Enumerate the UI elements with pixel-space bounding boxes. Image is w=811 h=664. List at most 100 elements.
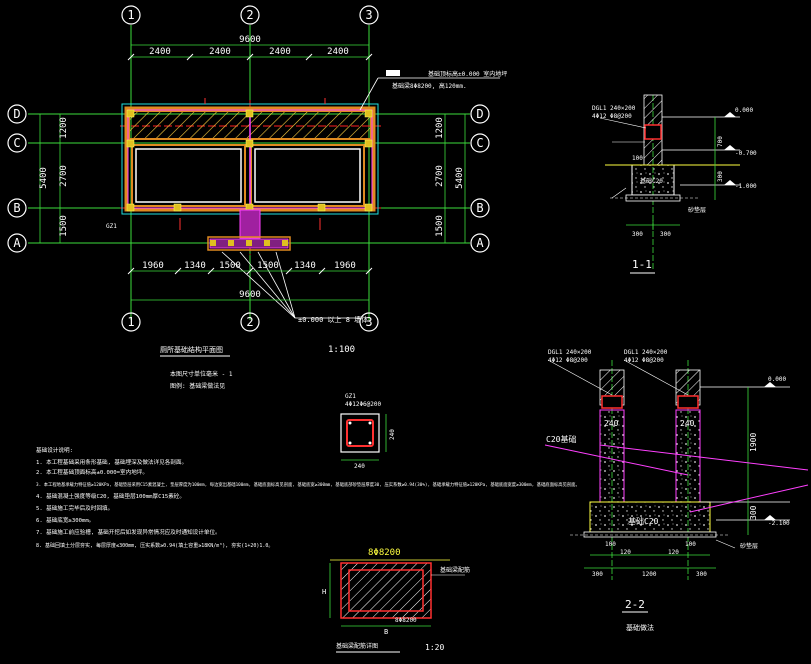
notes-line-2: 2. 本工程基础顶面标高±0.000=室内地坪。 — [36, 468, 148, 476]
s11-w2: 300 — [660, 231, 671, 238]
design-notes: 基础设计说明: 1. 本工程基础采用条形基础, 基础埋深及做法详见各剖面。 2.… — [36, 446, 580, 549]
foundation-plan: 1 2 3 1 2 3 D C B A D C B A 2400 2400 24… — [7, 5, 507, 390]
gz-tag: GZ1 — [345, 393, 356, 400]
s22-subtitle: 基础做法 — [626, 623, 654, 632]
s11-d700: 700 — [717, 136, 724, 147]
s22-b300b: 300 — [696, 571, 707, 578]
notes-line-8: 8. 基础回填土分层夯实, 每层厚度≤300mm, 压实系数≥0.94(填土容重… — [36, 542, 273, 549]
beam-b: B — [384, 628, 388, 636]
beam-bottom-label: 8Φ8200 — [395, 617, 417, 624]
dim-bottom-5: 1340 — [294, 261, 316, 271]
s22-s120b: 120 — [668, 549, 679, 556]
s11-found: 基础C20 — [640, 177, 663, 185]
s22-s100a: 100 — [605, 541, 616, 548]
dim-bottom-6: 1960 — [334, 261, 356, 271]
s22-beam-a1: DGL1 240×200 — [548, 349, 592, 356]
s11-elev-mid: -0.700 — [735, 150, 757, 157]
dim-left-total: 5400 — [39, 167, 49, 189]
notes-line-4: 4. 基础混凝土强度等级C20, 基础垫层100mm厚C15素砼。 — [36, 492, 185, 500]
notes-heading: 基础设计说明: — [36, 446, 73, 454]
notes-line-1: 1. 本工程基础采用条形基础, 基础埋深及做法详见各剖面。 — [36, 458, 187, 466]
section-2-2: DGL1 240×200 4Φ12 Φ8@200 DGL1 240×200 4Φ… — [544, 349, 809, 632]
gz-label: 4Φ12Φ6@200 — [345, 401, 382, 408]
dim-right-1: 1200 — [435, 117, 445, 139]
axis-bottom-2: 2 — [246, 315, 253, 329]
plan-title: 厕所基础结构平面图 — [160, 345, 223, 354]
beam-detail: 8Φ8200 H B 基础梁配筋 8Φ8200 基础梁配筋详图 1:20 — [322, 548, 470, 653]
axis-top-3: 3 — [365, 8, 372, 22]
s11-d300: 300 — [717, 171, 724, 182]
dim-bottom-1: 1960 — [142, 261, 164, 271]
s22-d300: 300 — [749, 505, 758, 520]
axis-right-b: B — [476, 201, 483, 215]
dim-left-2: 2700 — [59, 165, 69, 187]
s22-elev-bot: -2.100 — [768, 520, 790, 527]
dim-bottom-3: 1500 — [219, 261, 241, 271]
plan-sub-2: 图例: 基础梁做法见 — [170, 382, 225, 390]
s22-elev-top: 0.000 — [768, 376, 786, 383]
dim-bottom-2: 1340 — [184, 261, 206, 271]
s11-beam-1: DGL1 240×200 — [592, 105, 636, 112]
beam-h: H — [322, 588, 326, 596]
section-1-1: DGL1 240×200 4Φ12 Φ8@200 0.000 -0.700 -1… — [592, 94, 757, 274]
axis-bottom-1: 1 — [127, 315, 134, 329]
gz-dim-v: 240 — [389, 429, 396, 440]
s11-title: 1-1 — [632, 258, 652, 271]
axis-top-2: 2 — [246, 8, 253, 22]
s22-c20: C20基础 — [546, 434, 576, 444]
plan-sub-1: 本图尺寸单位毫米 - 1 — [170, 370, 233, 378]
dim-left-3: 1500 — [59, 215, 69, 237]
s11-small: 100 — [632, 155, 643, 162]
s22-beam-a2: 4Φ12 Φ8@200 — [548, 357, 588, 364]
beam-scale: 1:20 — [425, 643, 444, 652]
axis-right-c: C — [476, 136, 483, 150]
s11-elev-bot: -1.000 — [735, 183, 757, 190]
s11-tag: 砂垫层 — [688, 206, 706, 214]
s11-beam-2: 4Φ12 Φ8@200 — [592, 113, 632, 120]
s11-w1: 300 — [632, 231, 643, 238]
axis-right-d: D — [476, 107, 483, 121]
s22-d1900: 1900 — [749, 433, 758, 452]
s22-beam-b1: DGL1 240×200 — [624, 349, 668, 356]
notes-line-7: 7. 基础施工前应验槽, 基础开挖后如发现异常情况应及时通知设计单位。 — [36, 528, 221, 536]
plan-scale: 1:100 — [328, 345, 355, 355]
s22-b300a: 300 — [592, 571, 603, 578]
notes-line-6: 6. 基础底宽≥300mm。 — [36, 516, 94, 524]
s22-w240b: 240 — [680, 419, 695, 428]
dim-bottom-4: 1500 — [257, 261, 279, 271]
axis-top-1: 1 — [127, 8, 134, 22]
axis-bottom-3: 3 — [365, 315, 372, 329]
s22-s120: 120 — [620, 549, 631, 556]
axis-left-a: A — [13, 236, 21, 250]
dim-top-1: 2400 — [149, 47, 171, 57]
plan-note-bottom: ±0.000 以上 8 墙体 — [298, 315, 368, 324]
axis-right-a: A — [476, 236, 484, 250]
dim-right-3: 1500 — [435, 215, 445, 237]
gz-dim-h: 240 — [354, 463, 365, 470]
dim-bottom-total: 9600 — [239, 290, 261, 300]
plan-note-top-2: 基础梁8Φ8200, 高120mm. — [392, 82, 467, 90]
dim-right-2: 2700 — [435, 165, 445, 187]
notes-line-3: 3. 本工程地基承载力特征值≥120KPa, 基础垫层采用C15素混凝土, 垫层… — [36, 481, 580, 488]
s22-sand-tag: 砂垫层 — [740, 542, 758, 550]
axis-left-b: B — [13, 201, 20, 215]
beam-foot: 基础梁配筋详图 — [336, 642, 378, 650]
s22-found: 基础C20 — [628, 516, 659, 526]
s11-elev-top: 0.000 — [735, 107, 753, 114]
axis-left-c: C — [13, 136, 20, 150]
s22-b1200: 1200 — [642, 571, 657, 578]
s22-w240a: 240 — [604, 419, 619, 428]
dim-top-3: 2400 — [269, 47, 291, 57]
s22-beam-b2: 4Φ12 Φ8@200 — [624, 357, 664, 364]
axis-left-d: D — [13, 107, 20, 121]
beam-top: 8Φ8200 — [368, 548, 401, 558]
beam-right: 基础梁配筋 — [440, 566, 470, 574]
s22-title: 2-2 — [625, 598, 645, 611]
dim-top-total: 9600 — [239, 35, 261, 45]
dim-right-total: 5400 — [455, 167, 465, 189]
dim-top-4: 2400 — [327, 47, 349, 57]
gz-column-detail: GZ1 4Φ12Φ6@200 240 240 — [340, 393, 396, 470]
s22-s100b: 100 — [685, 541, 696, 548]
dim-left-1: 1200 — [59, 117, 69, 139]
